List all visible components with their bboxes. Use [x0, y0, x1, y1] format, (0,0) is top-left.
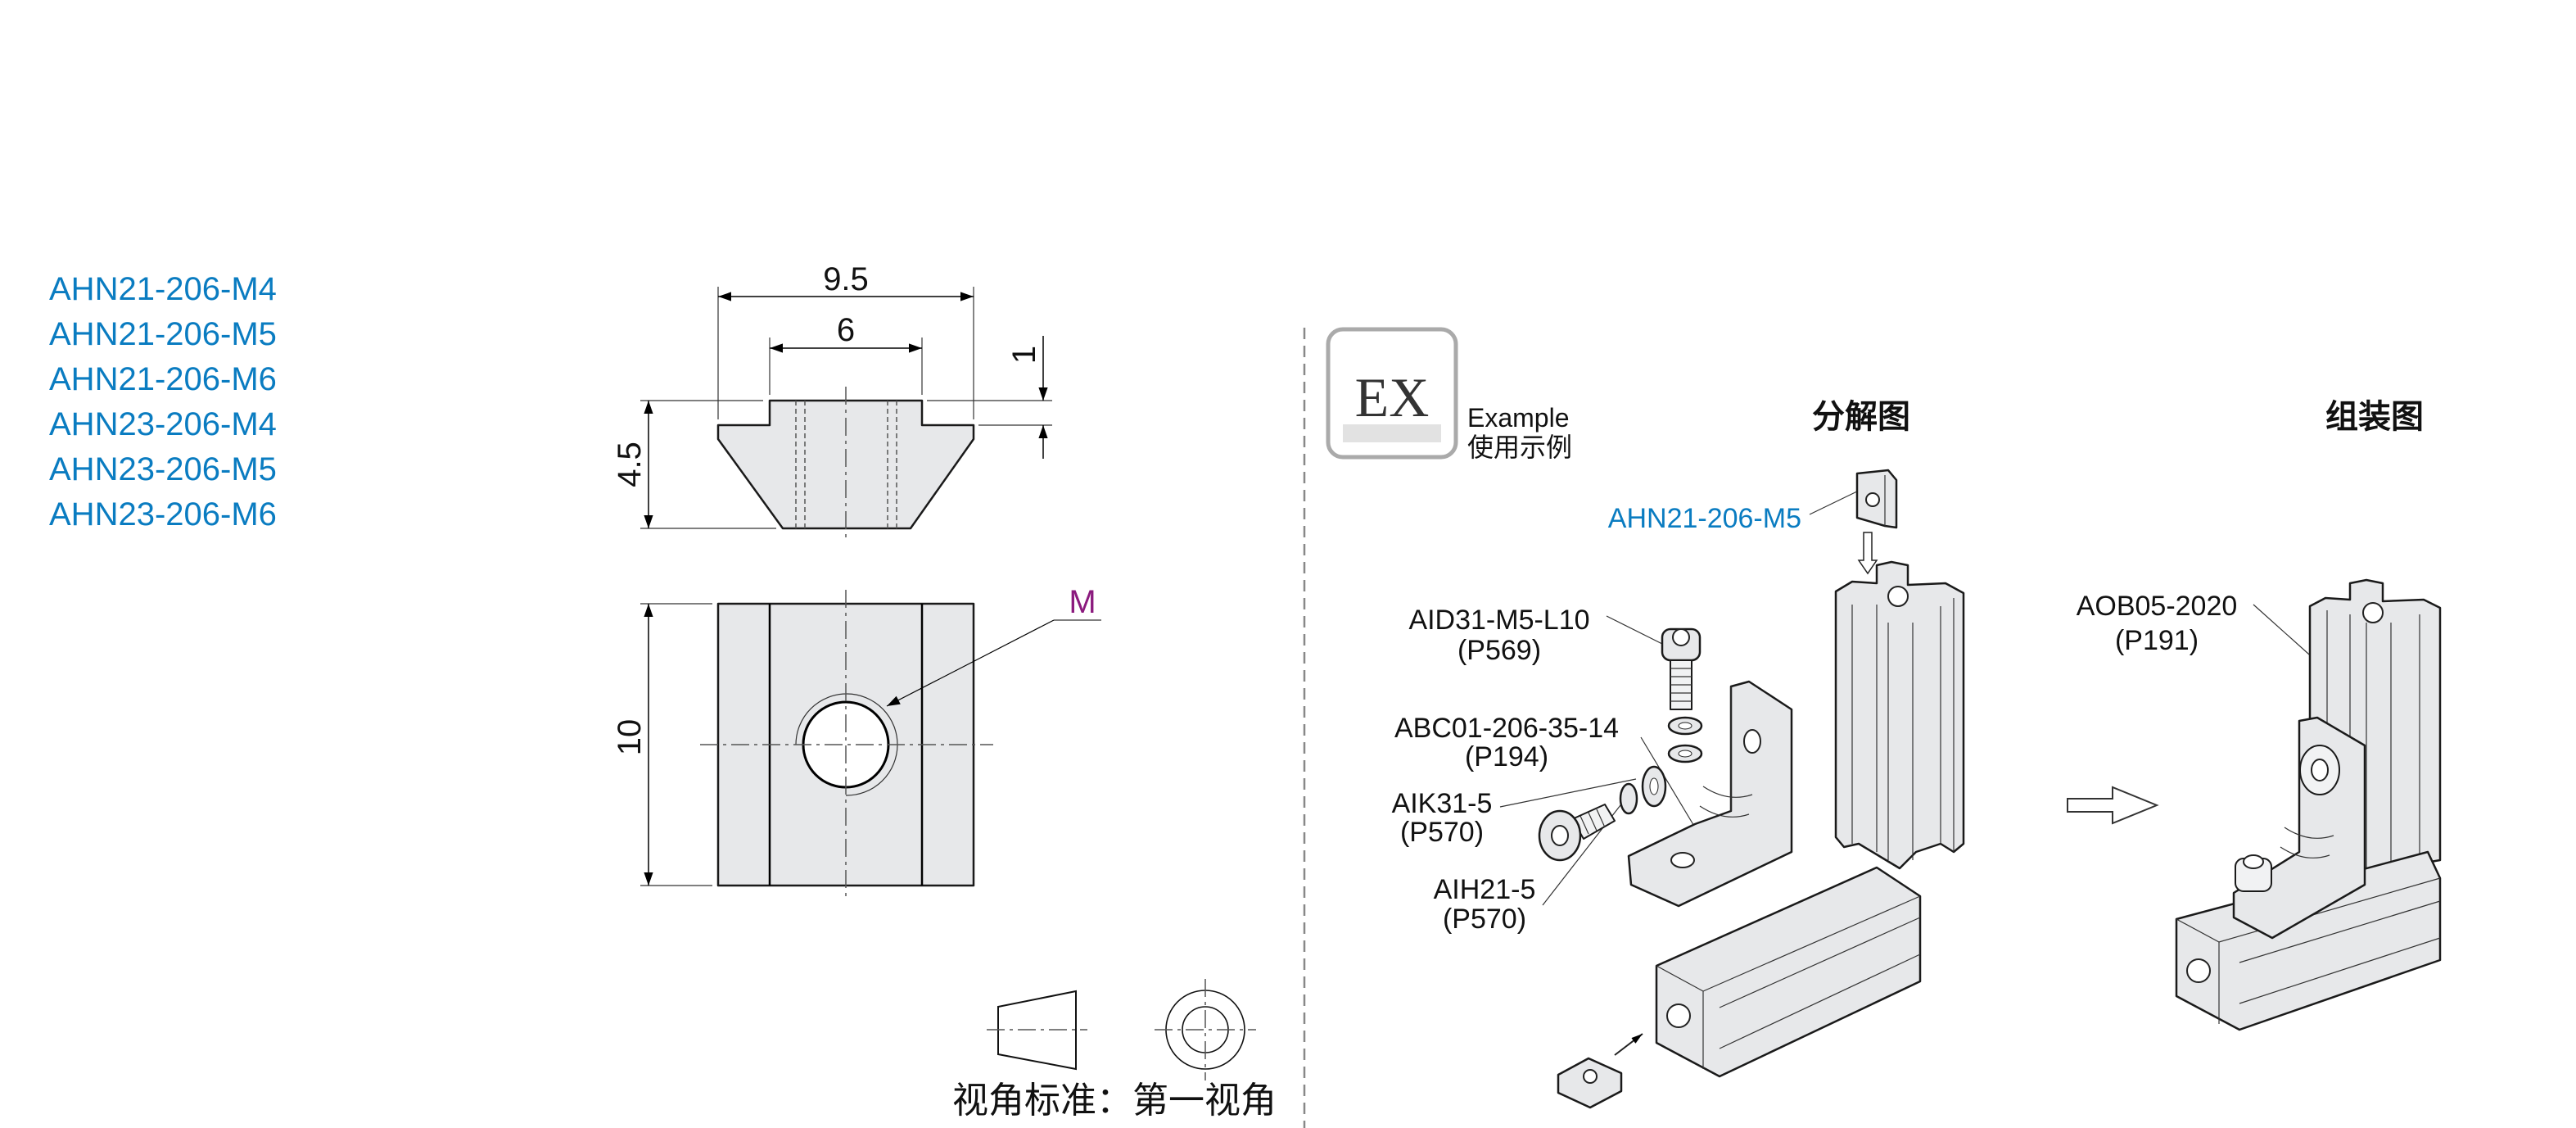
exploded-illustration — [1538, 469, 1965, 1109]
example-title-cn: 使用示例 — [1467, 432, 1572, 463]
projection-label: 视角标准：第一视角 — [952, 1080, 1277, 1121]
dim-step: 1 — [1006, 346, 1042, 364]
callout-code: AIK31-5 — [1392, 788, 1493, 819]
assembled-view-title: 组装图 — [2325, 398, 2424, 436]
first-angle-projection-symbol: 视角标准：第一视角 — [952, 979, 1277, 1121]
exploded-view-title: 分解图 — [1812, 398, 1910, 436]
callouts: AHN21-206-M5 AID31-M5-L10 (P569) ABC01-2… — [1392, 489, 2325, 935]
part-number: AHN23-206-M4 — [49, 406, 277, 442]
part-number: AHN21-206-M4 — [49, 271, 277, 307]
dim-height: 4.5 — [612, 442, 648, 487]
assembled-illustration — [2175, 578, 2442, 1031]
side-view-drawing: 9.5 6 1 4.5 — [612, 261, 1052, 542]
badge-text: EX — [1355, 366, 1430, 428]
callout-code: AHN21-206-M5 — [1608, 503, 1801, 534]
callout-code: AOB05-2020 — [2077, 591, 2238, 622]
part-number: AHN23-206-M5 — [49, 451, 277, 487]
part-number: AHN21-206-M6 — [49, 361, 277, 397]
callout-page: (P570) — [1400, 817, 1484, 848]
example-badge: EX Example 使用示例 — [1326, 327, 1572, 463]
example-title-en: Example — [1467, 403, 1570, 433]
assembly-arrow-icon — [2067, 786, 2159, 825]
callout-code: AIH21-5 — [1434, 874, 1536, 905]
part-number: AHN21-206-M5 — [49, 316, 277, 352]
thread-label: M — [1069, 584, 1096, 620]
callout-page: (P194) — [1465, 741, 1548, 772]
part-number-list: AHN21-206-M4 AHN21-206-M5 AHN21-206-M6 A… — [49, 271, 277, 532]
dim-width-top: 6 — [837, 312, 855, 348]
dim-width-total: 9.5 — [823, 261, 869, 297]
callout-code: ABC01-206-35-14 — [1394, 713, 1619, 744]
part-number: AHN23-206-M6 — [49, 496, 277, 532]
callout-code: AID31-M5-L10 — [1408, 605, 1589, 636]
callout-page: (P191) — [2115, 625, 2199, 656]
callout-page: (P570) — [1443, 904, 1526, 935]
top-view-drawing: M 10 — [612, 584, 1101, 899]
dim-length: 10 — [612, 719, 648, 756]
callout-page: (P569) — [1457, 635, 1541, 666]
